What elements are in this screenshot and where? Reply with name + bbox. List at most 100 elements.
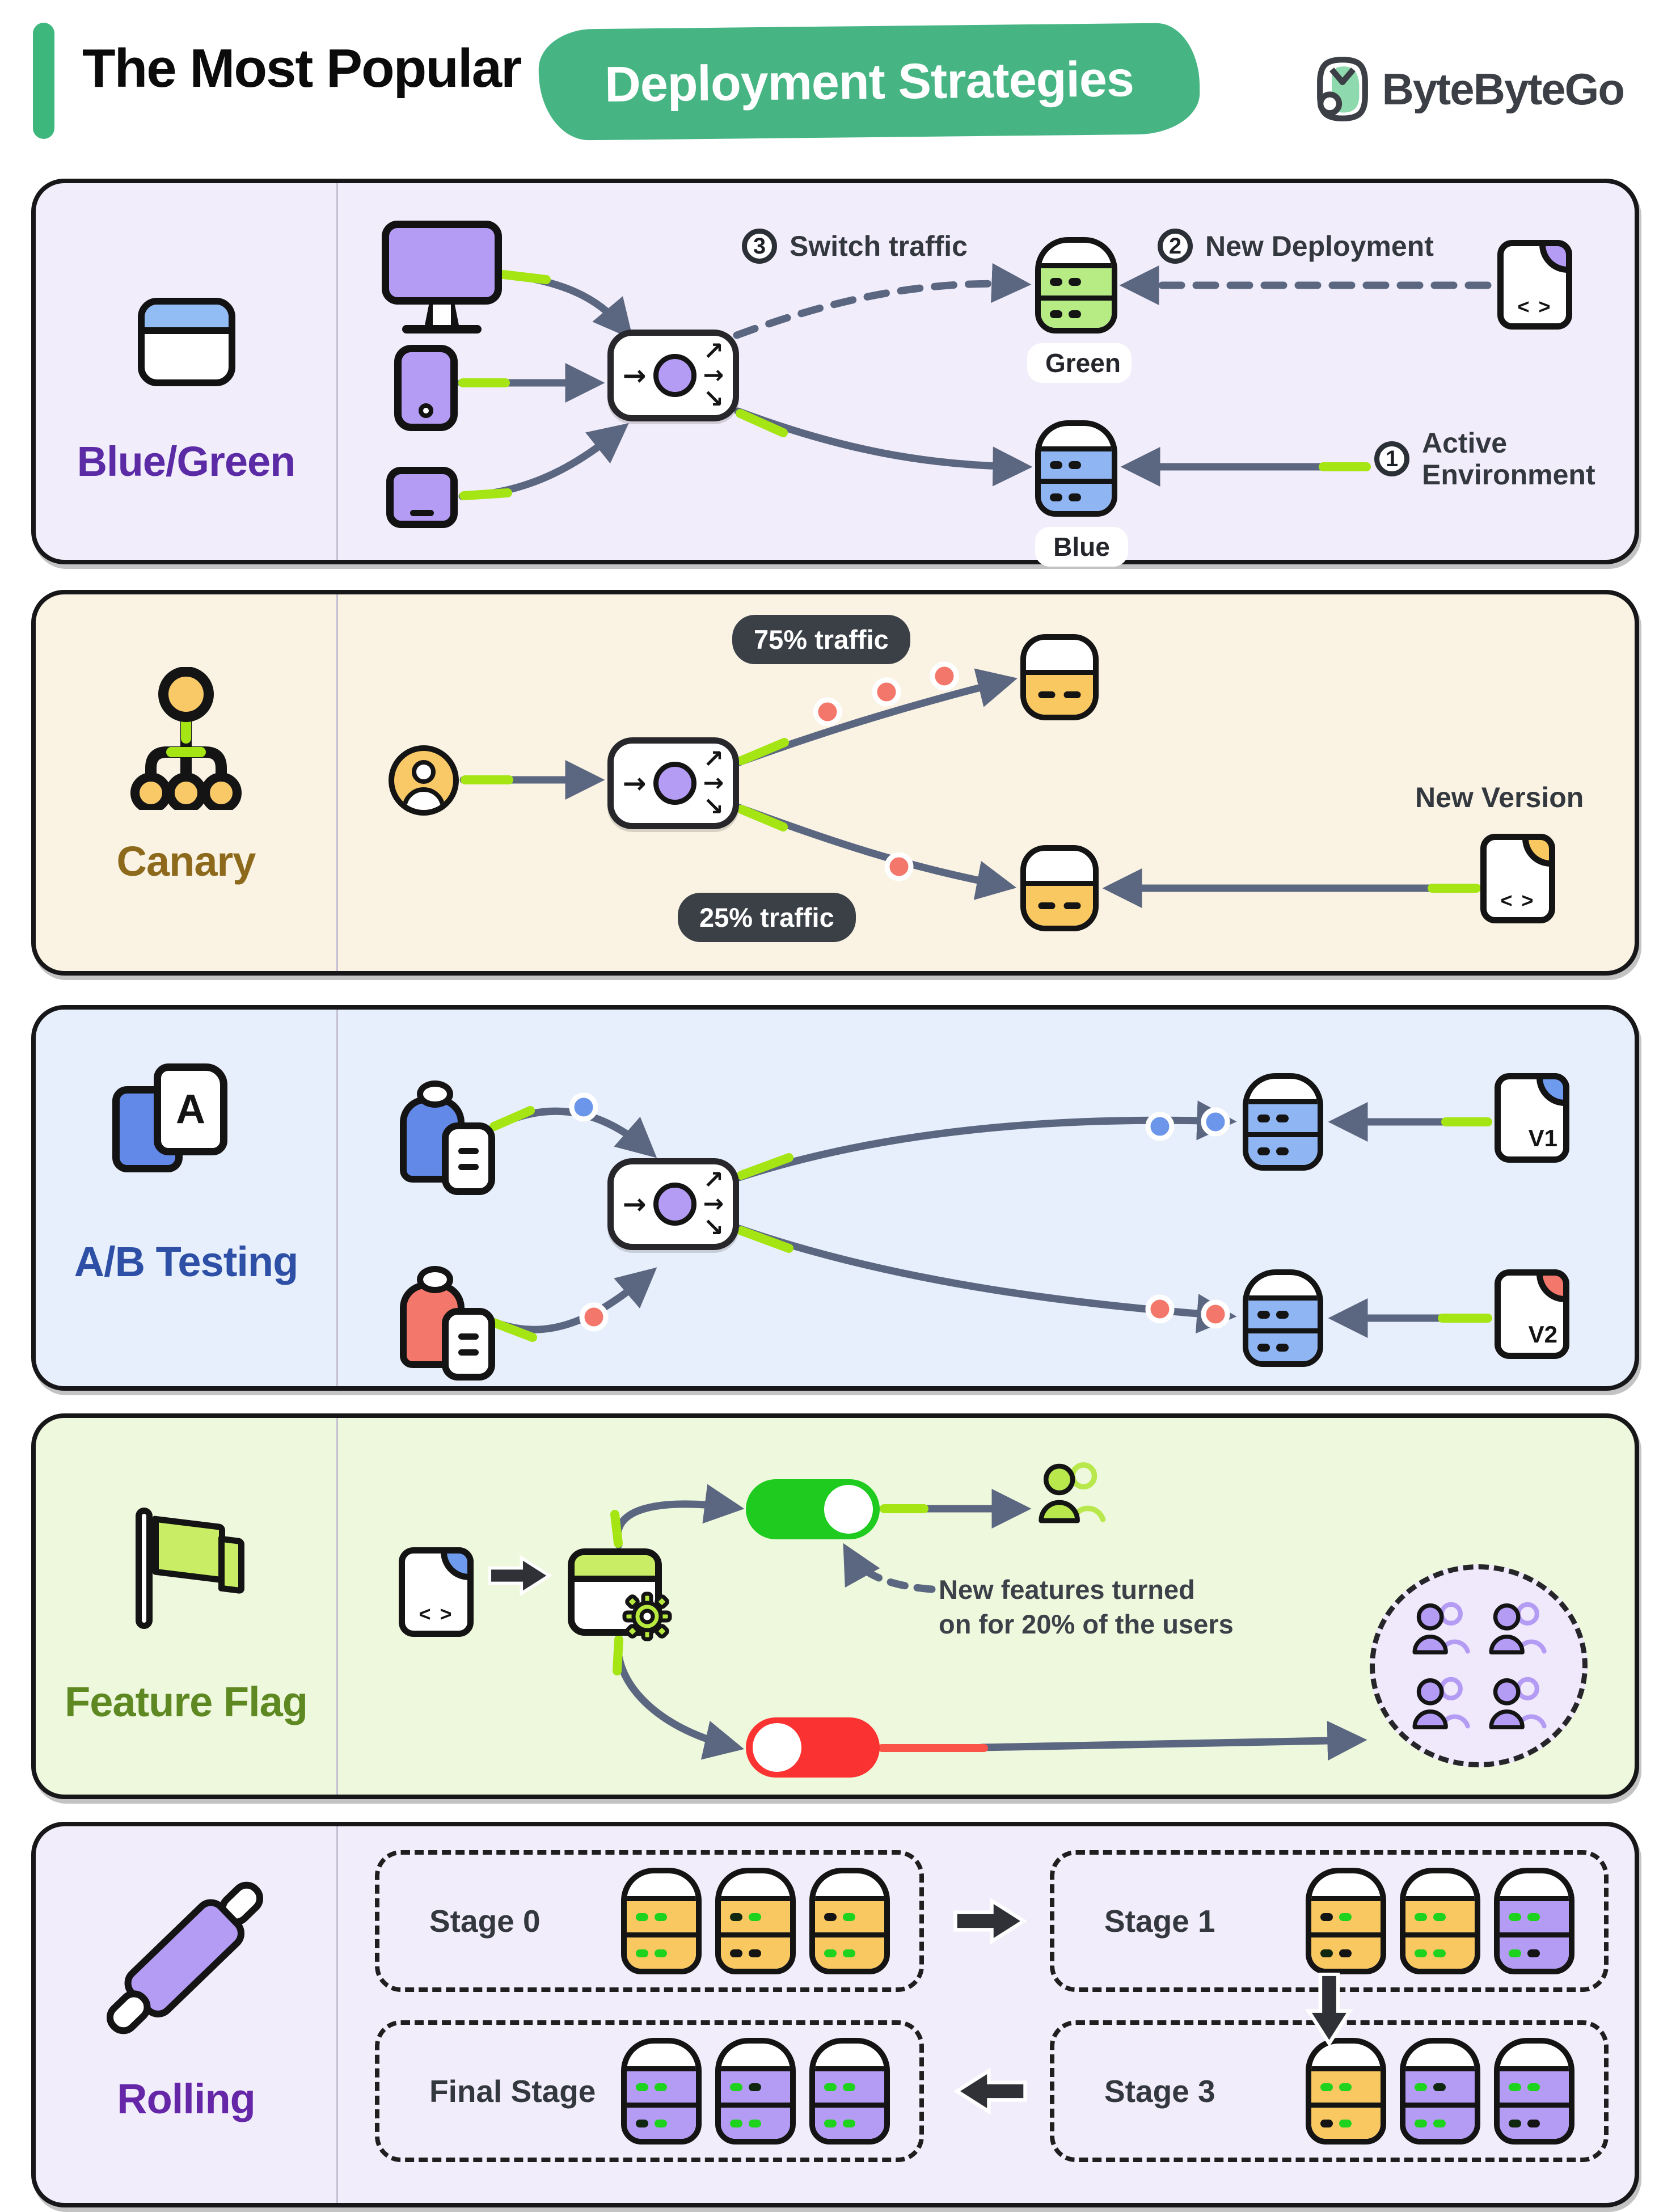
blue-env-badge: Blue	[1035, 527, 1128, 567]
v1-file-fold	[1536, 1073, 1569, 1106]
hierarchy-icon	[130, 667, 242, 810]
panel-ab-testing: A A/B Testing → ↗→↘	[31, 1005, 1639, 1391]
stage-0-label: Stage 0	[429, 1903, 541, 1939]
code-file-fold	[1539, 240, 1572, 273]
server-db-icon	[1306, 1868, 1386, 1974]
ab-cards-icon: A	[112, 1063, 234, 1172]
feature-flag-note: New features turned on for 20% of the us…	[939, 1574, 1234, 1640]
page-title: The Most Popular	[82, 38, 522, 99]
enabled-users-icon	[1039, 1462, 1106, 1523]
blue-green-label: Blue/Green	[77, 438, 296, 485]
lb-node-icon	[653, 762, 696, 805]
code-file-icon: < >	[1480, 834, 1555, 923]
v2-server-db-icon	[1243, 1269, 1323, 1367]
stage-1-label: Stage 1	[1104, 1903, 1215, 1939]
feature-toggle-off	[746, 1717, 880, 1778]
stage-3-servers	[1306, 2038, 1574, 2145]
users-icon	[1489, 1602, 1547, 1654]
server-db-icon	[715, 2038, 796, 2145]
final-stage-box: Final Stage	[375, 2020, 924, 2162]
title-highlight-text: Deployment Strategies	[604, 50, 1134, 112]
toggle-knob	[753, 1723, 801, 1772]
ab-label-column: A A/B Testing	[36, 1010, 338, 1386]
server-db-icon	[621, 2038, 702, 2145]
stage-1-box: Stage 1	[1050, 1850, 1609, 1992]
code-file-icon: < >	[1497, 240, 1572, 330]
final-stage-servers	[621, 2038, 890, 2145]
feature-flag-label: Feature Flag	[65, 1678, 308, 1725]
v2-file-icon: V2	[1495, 1269, 1569, 1359]
black-arrow-right-icon	[953, 1898, 1027, 1944]
stage-1-servers	[1306, 1868, 1574, 1974]
green-environment-db-icon	[1035, 237, 1117, 334]
traffic-25-badge: 25% traffic	[678, 893, 856, 942]
user-group-b-icon	[400, 1266, 495, 1381]
stage-0-servers	[621, 1868, 890, 1974]
new-version-label: New Version	[1415, 782, 1584, 813]
lb-node-icon	[653, 354, 696, 397]
mobile-icon	[394, 345, 458, 431]
step-3-annotation: 3 Switch traffic	[742, 229, 968, 264]
brand-name: ByteByteGo	[1382, 64, 1625, 114]
panel-feature-flag: Feature Flag < >	[31, 1413, 1639, 1799]
card-letter: A	[176, 1087, 205, 1132]
stage-0-box: Stage 0	[375, 1850, 924, 1992]
v1-file-icon: V1	[1495, 1073, 1569, 1163]
tablet-icon	[386, 467, 458, 528]
stage-3-box: Stage 3	[1050, 2020, 1609, 2162]
code-file-icon: < >	[399, 1547, 474, 1637]
bytebytego-mark-icon	[1316, 57, 1368, 121]
users-icon	[1412, 1677, 1470, 1729]
flag-icon	[126, 1508, 247, 1630]
users-icon	[1412, 1602, 1470, 1654]
black-arrow-right-icon	[488, 1555, 552, 1596]
gear-icon	[622, 1592, 672, 1641]
all-users-group	[1370, 1564, 1588, 1767]
black-arrow-down-icon	[1305, 1973, 1353, 2046]
code-glyph: < >	[1517, 295, 1552, 318]
server-db-icon	[809, 2038, 890, 2145]
v1-server-db-icon	[1243, 1073, 1323, 1171]
final-stage-label: Final Stage	[429, 2074, 596, 2109]
accent-bar	[33, 23, 54, 139]
v2-label: V2	[1528, 1321, 1557, 1348]
canary-version-db-icon	[1020, 845, 1099, 931]
stage-3-label: Stage 3	[1104, 2074, 1215, 2109]
lb-node-icon	[653, 1183, 696, 1226]
black-arrow-left-icon	[953, 2068, 1027, 2114]
server-db-icon	[715, 1868, 796, 1974]
brand-logo: ByteByteGo	[1313, 57, 1625, 121]
rolling-label-column: Rolling	[36, 1826, 338, 2203]
panel-rolling: Rolling Stage 0 Stage 1	[31, 1822, 1639, 2207]
ab-testing-label: A/B Testing	[74, 1238, 299, 1285]
step-3-number: 3	[742, 229, 777, 264]
server-db-icon	[1494, 2038, 1574, 2145]
browser-window-icon	[138, 298, 235, 386]
server-db-icon	[1400, 1868, 1480, 1974]
rolling-label: Rolling	[117, 2075, 256, 2122]
title-highlight-pill: Deployment Strategies	[538, 22, 1200, 141]
server-db-icon	[1400, 2038, 1480, 2145]
step-2-text: New Deployment	[1205, 230, 1434, 262]
app-with-config-icon	[568, 1548, 672, 1641]
stable-version-db-icon	[1020, 634, 1099, 720]
traffic-75-badge: 75% traffic	[732, 615, 910, 664]
load-balancer-icon: → ↗→↘	[607, 330, 739, 421]
feature-toggle-on	[746, 1479, 880, 1539]
desktop-icon	[382, 221, 502, 334]
toggle-knob	[824, 1485, 873, 1534]
step-1-text: Active Environment	[1422, 427, 1595, 491]
lb-arrow-in-icon: →	[622, 767, 647, 800]
user-avatar-icon	[389, 745, 459, 816]
step-1-number: 1	[1374, 441, 1409, 476]
lb-arrow-in-icon: →	[622, 359, 647, 392]
server-db-icon	[621, 1868, 702, 1974]
step-1-annotation: 1 Active Environment	[1374, 427, 1595, 491]
panel-canary: Canary → ↗→↘ 75% traffic 25% traffic New…	[31, 590, 1639, 976]
code-glyph: < >	[419, 1602, 454, 1626]
code-glyph: < >	[1500, 889, 1535, 912]
server-db-icon	[809, 1868, 890, 1974]
green-env-badge: Green	[1027, 343, 1132, 383]
lb-arrow-in-icon: →	[622, 1188, 647, 1221]
feature-flag-label-column: Feature Flag	[36, 1418, 338, 1795]
